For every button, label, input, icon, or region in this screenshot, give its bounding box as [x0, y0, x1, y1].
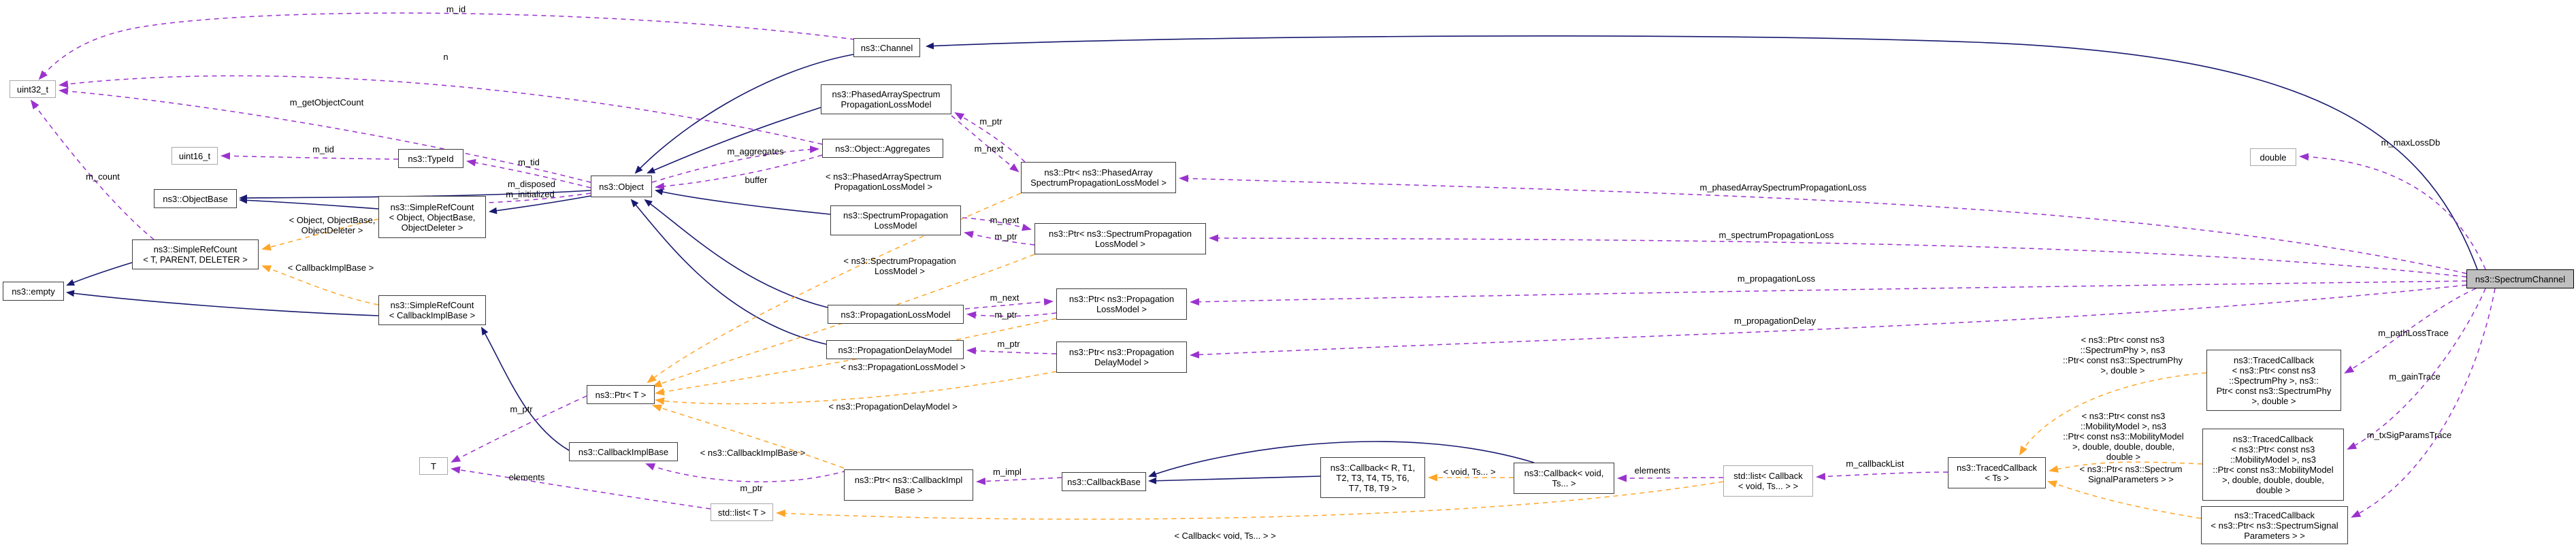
node-tracedcallback-signalparams[interactable]: ns3::TracedCallback < ns3::Ptr< ns3::Spe… [2201, 506, 2348, 544]
node-callbackbase[interactable]: ns3::CallbackBase [1062, 472, 1146, 491]
edge-label-m-count: m_count [86, 171, 120, 182]
edge-label-m-propagationloss: m_propagationLoss [1737, 273, 1816, 284]
edge-label-elements-cb: elements [1634, 465, 1671, 476]
node-std-list-t: std::list< T > [711, 503, 773, 521]
edge-label-m-ptr-spl: m_ptr [994, 231, 1017, 242]
edge-label-m-getobjectcount: m_getObjectCount [289, 97, 364, 107]
node-ptr-callbackimplbase[interactable]: ns3::Ptr< ns3::CallbackImpl Base > [844, 469, 973, 501]
edge-label-m-pathlosstrace: m_pathLossTrace [2378, 328, 2449, 338]
edge-label-m-ptr-t: m_ptr [510, 404, 533, 414]
node-typeid[interactable]: ns3::TypeId [398, 149, 463, 168]
edge-label-tpl-spectrumsignalparameters: < ns3::Ptr< ns3::Spectrum SignalParamete… [2079, 464, 2183, 484]
node-uint16-t: uint16_t [172, 147, 218, 165]
edge-label-tpl-mobilitymodel: < ns3::Ptr< const ns3 ::MobilityModel >,… [2063, 411, 2184, 462]
node-object-aggregates[interactable]: ns3::Object::Aggregates [822, 139, 943, 158]
edge-label-m-maxlossdb: m_maxLossDb [2381, 137, 2441, 148]
edge-label-buffer: buffer [745, 175, 768, 185]
edge-label-tpl-callbackimplbase: < CallbackImplBase > [287, 263, 374, 273]
edge-label-m-next-spl: m_next [990, 215, 1020, 225]
node-tracedcallback-mobilitymodel[interactable]: ns3::TracedCallback < ns3::Ptr< const ns… [2202, 429, 2344, 501]
edge-label-m-txsigparamstrace: m_txSigParamsTrace [2366, 430, 2452, 440]
edge-label-m-callbacklist: m_callbackList [1846, 459, 1904, 469]
edge-label-tpl-propagationdelaymodel: < ns3::PropagationDelayModel > [828, 401, 958, 412]
edge-label-m-propagationdelay: m_propagationDelay [1734, 316, 1816, 326]
edge-label-m-ptr-phased: m_ptr [979, 116, 1002, 127]
node-simplerefcount-object[interactable]: ns3::SimpleRefCount < Object, ObjectBase… [378, 196, 486, 238]
node-simplerefcount-cib[interactable]: ns3::SimpleRefCount < CallbackImplBase > [378, 295, 486, 325]
edge-label-tpl-void-ts: < void, Ts... > [1443, 467, 1496, 477]
edge-label-m-phasedarrayspectrumpropagationloss: m_phasedArraySpectrumPropagationLoss [1699, 182, 1867, 193]
edge-label-m-ptr-cib: m_ptr [740, 483, 763, 493]
edge-label-m-disposed: m_disposed [507, 179, 556, 189]
edge-label-tpl-spectrumphy: < ns3::Ptr< const ns3 ::SpectrumPhy >, n… [2063, 335, 2183, 376]
node-ptr-spectrum-plm[interactable]: ns3::Ptr< ns3::SpectrumPropagation LossM… [1034, 223, 1206, 254]
edge-label-elements-t: elements [508, 472, 545, 482]
node-empty[interactable]: ns3::empty [3, 282, 64, 301]
node-tracedcallback-spectrumphy[interactable]: ns3::TracedCallback < ns3::Ptr< const ns… [2206, 350, 2341, 411]
node-propagation-loss-model[interactable]: ns3::PropagationLossModel [828, 305, 964, 324]
node-tracedcallback-ts[interactable]: ns3::TracedCallback < Ts > [1948, 457, 2046, 488]
inheritance-edges [66, 35, 2478, 484]
edge-label-m-initialized: m_initialized [506, 189, 555, 199]
node-propagation-delay-model[interactable]: ns3::PropagationDelayModel [826, 340, 964, 359]
edge-label-m-next-plm: m_next [990, 293, 1020, 303]
node-phasedarray-splm[interactable]: ns3::PhasedArraySpectrum PropagationLoss… [821, 84, 951, 114]
member-edges [30, 12, 2496, 518]
edge-label-m-tid-typeid: m_tid [312, 144, 334, 154]
node-object[interactable]: ns3::Object [591, 176, 652, 197]
node-spectrumchannel: ns3::SpectrumChannel [2466, 269, 2574, 288]
template-edges [261, 193, 2207, 520]
edge-label-m-next-phased: m_next [974, 144, 1004, 154]
node-callback-void[interactable]: ns3::Callback< void, Ts... > [1514, 463, 1614, 494]
edge-label-m-tid-object: m_tid [518, 157, 540, 167]
node-double: double [2250, 148, 2296, 166]
node-ptr-plm[interactable]: ns3::Ptr< ns3::Propagation LossModel > [1056, 288, 1187, 320]
node-objectbase[interactable]: ns3::ObjectBase [154, 189, 237, 208]
node-ptr-t[interactable]: ns3::Ptr< T > [587, 385, 655, 404]
edge-label-m-gaintrace: m_gainTrace [2389, 371, 2441, 382]
edge-label-tpl-callbackimplbase-ptr: < ns3::CallbackImplBase > [700, 448, 806, 458]
edge-label-tpl-spectrumpropagation: < ns3::SpectrumPropagation LossModel > [843, 256, 956, 276]
edge-label-tpl-callback-void: < Callback< void, Ts... > > [1174, 531, 1276, 541]
edge-label-m-ptr-pdm: m_ptr [997, 339, 1020, 349]
node-callbackimplbase[interactable]: ns3::CallbackImplBase [569, 442, 678, 461]
edge-label-m-spectrumpropagationloss: m_spectrumPropagationLoss [1718, 230, 1834, 240]
edge-label-tpl-phasedarray: < ns3::PhasedArraySpectrum PropagationLo… [825, 171, 942, 192]
node-callback-r[interactable]: ns3::Callback< R, T1, T2, T3, T4, T5, T6… [1320, 457, 1425, 498]
edge-label-m-impl: m_impl [993, 467, 1022, 477]
node-uint32-t: uint32_t [10, 80, 56, 98]
node-spectrum-plm[interactable]: ns3::SpectrumPropagation LossModel [830, 205, 961, 235]
edge-label-n: n [443, 52, 449, 62]
node-ptr-phasedarray[interactable]: ns3::Ptr< ns3::PhasedArray SpectrumPropa… [1021, 162, 1176, 193]
edge-label-tpl-propagationlossmodel: < ns3::PropagationLossModel > [841, 362, 966, 372]
edge-label-tpl-object-objectbase: < Object, ObjectBase, ObjectDeleter > [289, 215, 376, 235]
edge-label-m-aggregates: m_aggregates [727, 146, 784, 156]
edge-label-m-ptr-plm: m_ptr [994, 310, 1017, 320]
node-std-list-callback: std::list< Callback < void, Ts... > > [1723, 465, 1813, 497]
node-simplerefcount-tpd[interactable]: ns3::SimpleRefCount < T, PARENT, DELETER… [132, 239, 259, 269]
node-channel[interactable]: ns3::Channel [853, 38, 920, 57]
node-ptr-pdm[interactable]: ns3::Ptr< ns3::Propagation DelayModel > [1056, 342, 1187, 373]
node-t: T [419, 457, 448, 475]
edge-label-m-id: m_id [446, 4, 466, 14]
